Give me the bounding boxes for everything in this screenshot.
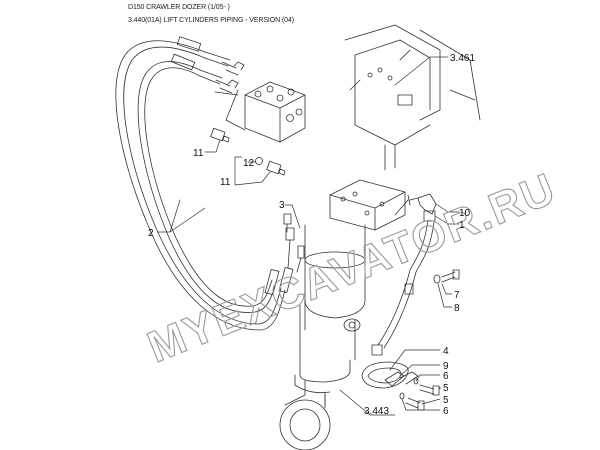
- cylinder-head: [329, 179, 409, 231]
- callout-5-upper: 5: [443, 383, 449, 394]
- pipe-1: [371, 210, 436, 356]
- valve-block: [214, 81, 306, 143]
- callout-8: 8: [454, 303, 460, 314]
- callout-3443: 3.443: [364, 406, 389, 417]
- callout-12: 12: [243, 158, 255, 169]
- washer-6-upper: [413, 377, 419, 385]
- callout-3461: 3.461: [450, 53, 475, 64]
- washer-8: [433, 274, 441, 284]
- diagram-title: D150 CRAWLER DOZER (1/05- ): [128, 4, 230, 11]
- callout-5-lower: 5: [443, 395, 449, 406]
- bolt-7: [441, 269, 460, 283]
- callout-1: 1: [459, 220, 465, 231]
- diagram-subtitle: 3.440(01A) LIFT CYLINDERS PIPING - VERSI…: [128, 17, 294, 24]
- fitting-11-upper: [210, 127, 230, 143]
- callout-11-upper: 11: [193, 148, 204, 159]
- callout-6-lower: 6: [443, 406, 449, 417]
- clamp-9: [361, 361, 419, 389]
- bolt-5-upper: [419, 384, 440, 396]
- elbow-fitting-10: [407, 193, 437, 215]
- leader-lines: [157, 56, 460, 416]
- callout-11-lower: 11: [220, 177, 231, 188]
- washer-6-lower: [399, 392, 405, 400]
- callout-2: 2: [148, 228, 154, 239]
- callout-4: 4: [443, 346, 449, 357]
- callout-10: 10: [459, 208, 471, 219]
- callout-3: 3: [279, 200, 285, 211]
- fitting-11-lower: [266, 160, 286, 176]
- bolt-5-lower: [405, 397, 425, 411]
- hose-assembly: [115, 36, 305, 331]
- lift-cylinder-3443: [279, 224, 366, 450]
- frame-3461: [344, 24, 481, 171]
- fitting-3: [283, 213, 292, 233]
- callout-6-upper: 6: [443, 371, 449, 382]
- callout-9: 9: [443, 361, 449, 372]
- watermark: MYEXCAVATOR.RU: [141, 164, 563, 373]
- callout-7: 7: [454, 290, 460, 301]
- o-ring-12: [255, 157, 263, 165]
